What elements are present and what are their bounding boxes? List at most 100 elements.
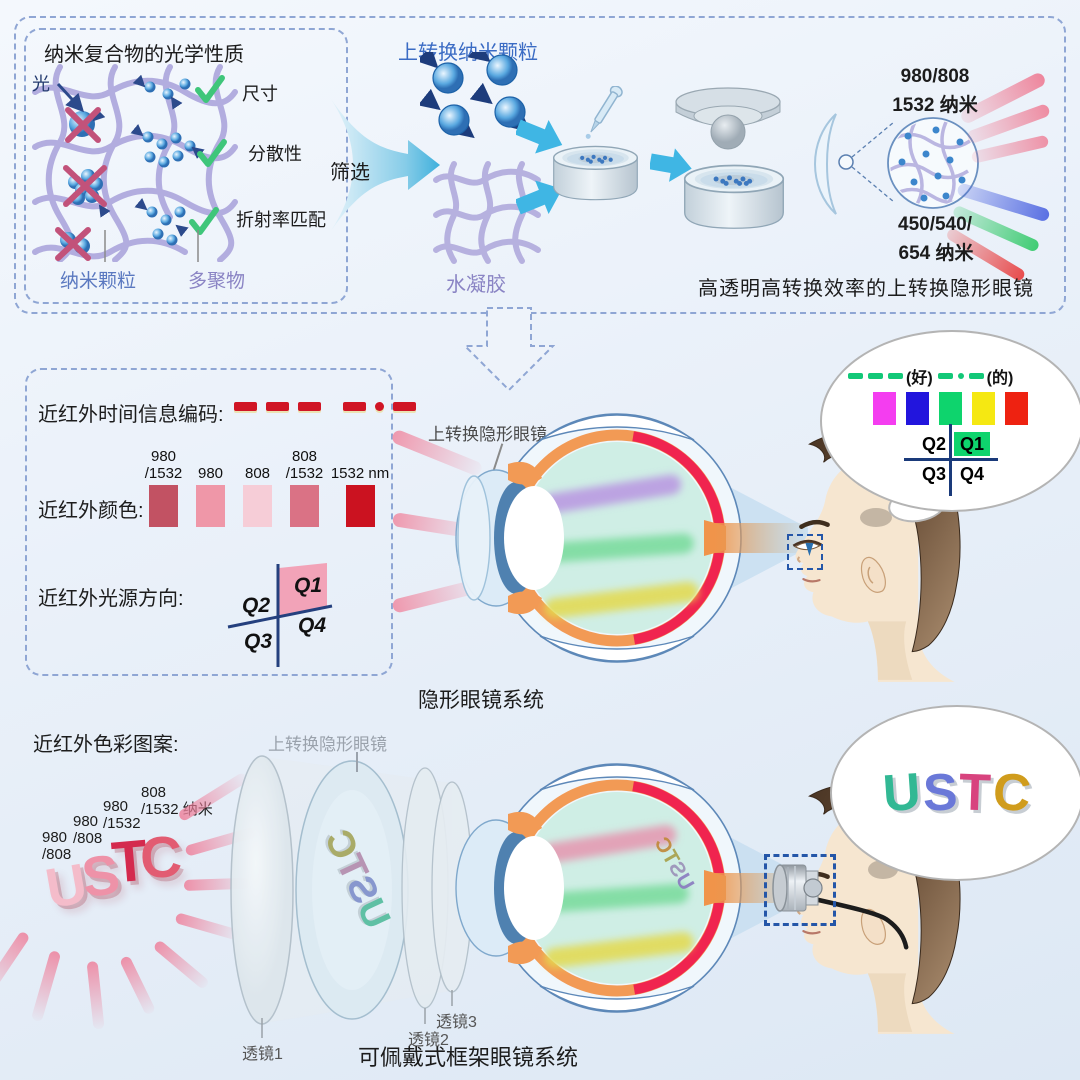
light-label: 光 (32, 74, 50, 94)
ustc-letter: C (990, 762, 1034, 824)
lens-zoom-circle (887, 117, 979, 209)
decoded-green-code: (好)(的) (848, 364, 1018, 388)
rejection-x-marks (55, 107, 107, 261)
eye-diagram-contact (455, 413, 808, 663)
source-letter-c: C (138, 824, 184, 891)
synthesis-panel (14, 16, 1066, 314)
red-time-code (234, 402, 438, 411)
source-ray (30, 949, 62, 1023)
stack-lens-label: 上转换隐形眼镜 (268, 735, 387, 754)
mouth (802, 578, 821, 583)
ustc-letter: U (881, 762, 923, 824)
quadrant-diagram: Q2 Q1 Q3 Q4 (227, 563, 333, 667)
ustc-letter: T (958, 763, 993, 823)
ucnp-spheres (420, 52, 531, 139)
q1-label: Q1 (294, 574, 322, 597)
bubble-trail-small-1 (860, 508, 892, 527)
optical-properties-panel (24, 28, 348, 304)
eye-diagram-glasses (455, 763, 808, 1013)
color-swatch (972, 392, 995, 425)
merge-arrow-bottom (516, 180, 563, 215)
glasses-system-caption: 可佩戴式框架眼镜系统 (358, 1045, 579, 1070)
color-swatch (906, 392, 929, 425)
contact-lens-pointer-label: 上转换隐形眼镜 (428, 425, 547, 444)
top-panel-caption: 高透明高转换效率的上转换隐形眼镜 (698, 278, 1034, 300)
decoded-q1: Q1 (954, 432, 990, 456)
screening-funnel (326, 92, 440, 238)
q3-label: Q3 (244, 630, 272, 653)
device-lens (803, 878, 823, 898)
q2-label: Q2 (242, 594, 270, 617)
nir-pattern-label: 近红外色彩图案: (33, 734, 179, 756)
source-ray (152, 939, 211, 991)
eye-focus-box-glasses (764, 854, 836, 926)
property-dispersibility-label: 分散性 (248, 144, 302, 164)
ear (860, 556, 886, 593)
wavelength-swatch: 808 (234, 448, 281, 527)
decoded-thought-bubble: (好)(的) Q2 Q1 Q3 Q4 (820, 330, 1080, 512)
contact-system-caption: 隐形眼镜系统 (418, 689, 544, 712)
screening-label: 筛选 (330, 162, 370, 184)
eye-focus-box-contact (787, 534, 823, 570)
eyepiece-device (772, 864, 823, 912)
source-label-t: 980/1532 (103, 798, 141, 832)
nanocomposite-mesh-illustration (32, 64, 238, 262)
lens3-label: 透镜3 (436, 1014, 477, 1031)
lens2-label: 透镜2 (408, 1032, 449, 1049)
nanoparticle-label: 纳米颗粒 (60, 271, 137, 292)
emission-wavelengths-line2: 654 纳米 (898, 243, 974, 264)
lens-mold-top (675, 87, 781, 150)
culture-dish-mixing (552, 145, 639, 201)
contact-lens-profile (814, 113, 837, 215)
property-size-label: 尺寸 (242, 84, 278, 104)
ustc-thought-bubble: USTC (830, 705, 1080, 881)
excitation-wavelengths-line1: 980/808 (900, 66, 970, 87)
source-ray (86, 960, 105, 1030)
lens-mold-dish (683, 164, 785, 229)
magnifier-connector (838, 121, 895, 203)
ustc-letter: S (922, 763, 958, 823)
check-marks (189, 75, 227, 235)
color-swatch (873, 392, 896, 425)
mouth (802, 930, 821, 935)
source-label-s: 980/808 (73, 813, 103, 847)
iris-top (508, 811, 542, 835)
scatter-arrows (92, 74, 205, 237)
bubble-ustc-letters: USTC (881, 762, 1034, 824)
merge-arrow-top (516, 119, 563, 154)
color-swatch (1005, 392, 1028, 425)
molding-arrow (650, 148, 692, 182)
flow-down-arrow (463, 307, 555, 392)
eyebrow (799, 519, 830, 529)
nir-encoding-panel (25, 368, 393, 676)
glasses-temple-arm (811, 896, 909, 950)
lens-stack (230, 755, 473, 1038)
emission-wavelengths-line1: 450/540/ (898, 214, 972, 235)
time-encoding-label: 近红外时间信息编码: (38, 404, 224, 426)
iris-bottom (508, 941, 542, 965)
decoded-color-swatches (868, 392, 1033, 425)
projected-beams (542, 474, 699, 619)
nir-color-label: 近红外颜色: (38, 500, 144, 522)
polymer-label: 多聚物 (188, 271, 246, 292)
stack-label-line (356, 752, 358, 772)
zoom-nanoparticles (898, 126, 966, 202)
source-ray (0, 930, 31, 998)
iris-top (508, 461, 542, 485)
optical-panel-title: 纳米复合物的光学性质 (44, 44, 244, 66)
light-arrow (56, 82, 85, 113)
decoded-q4: Q4 (959, 464, 984, 484)
decoded-q2: Q2 (921, 434, 946, 454)
decoded-quadrant-table: Q2 Q1 Q3 Q4 (904, 424, 998, 496)
lens-1 (230, 755, 294, 1025)
q4-label: Q4 (298, 614, 326, 637)
source-ray (119, 955, 157, 1016)
iris-bottom (508, 591, 542, 615)
hydrogel-label: 水凝胶 (446, 274, 506, 296)
property-refractive-label: 折射率匹配 (236, 210, 326, 230)
ucnp-sphere (432, 54, 526, 136)
q1-highlight (279, 563, 327, 617)
source-label-u: 980/808 (42, 829, 72, 863)
